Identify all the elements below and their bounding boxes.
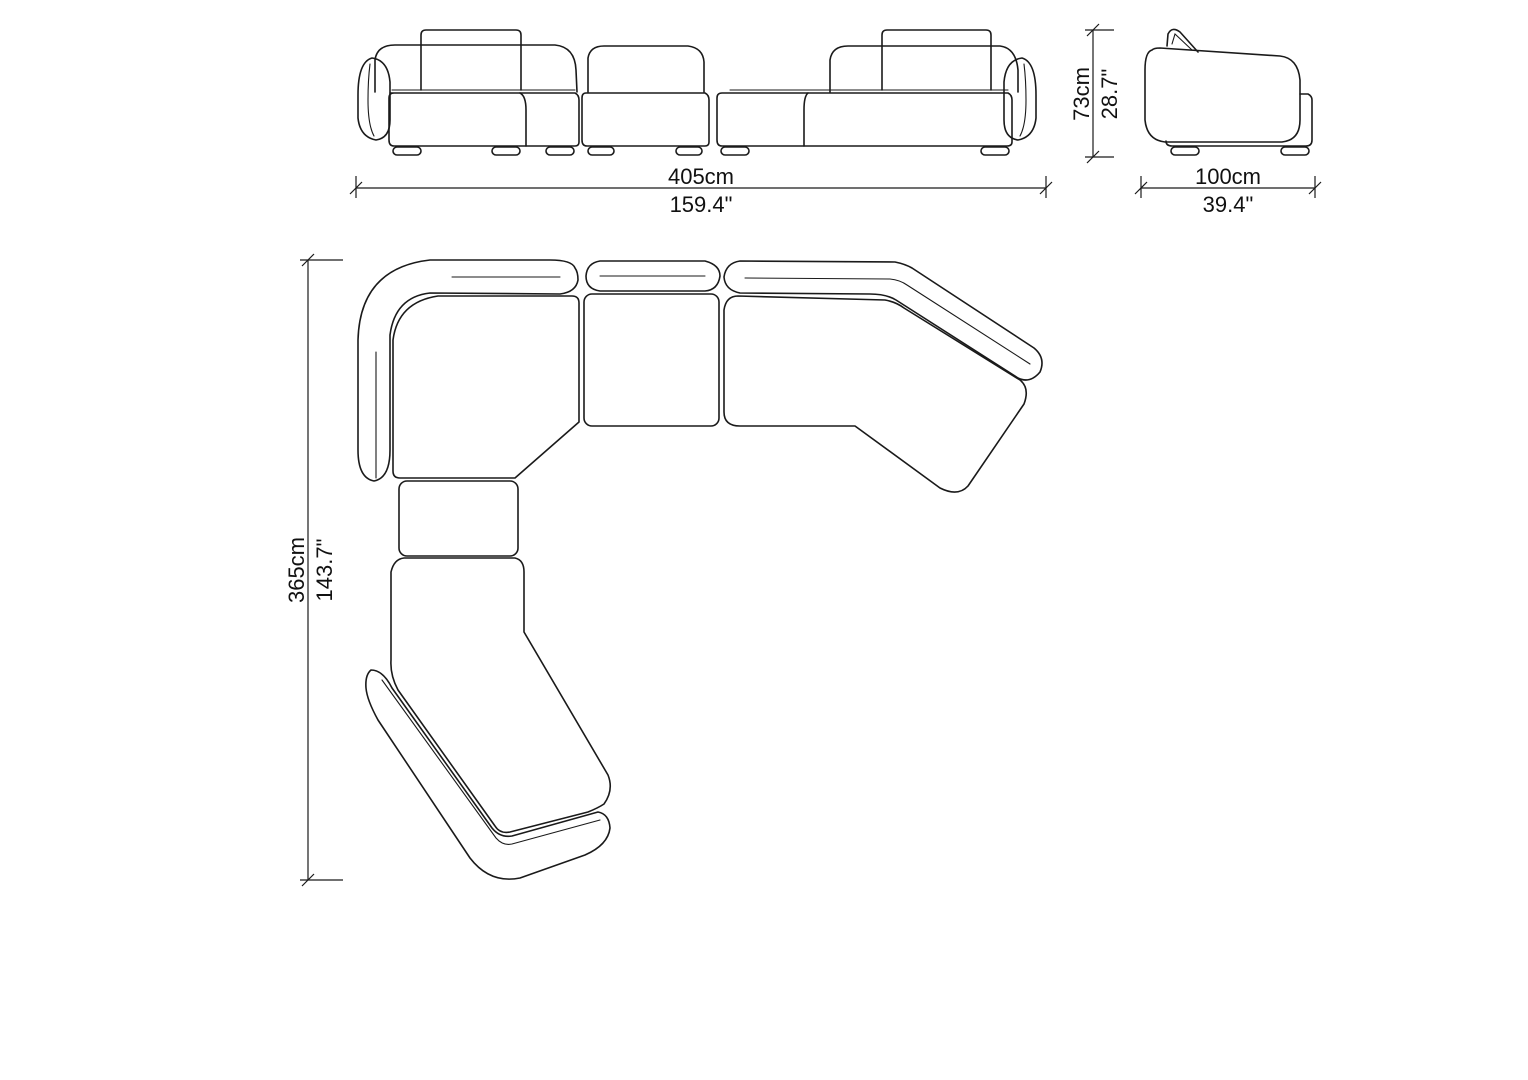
plan-right-seat (723, 295, 1028, 493)
side-pillow-line (1171, 32, 1193, 51)
plan-length-dimension: 365cm 143.7" (284, 253, 343, 887)
right-foot-2 (980, 146, 1010, 156)
height-dim-tick-bottom (1086, 150, 1100, 164)
middle-foot-1 (587, 146, 615, 156)
plan-cm-label: 365cm (284, 537, 309, 603)
front-left-module (357, 29, 580, 156)
front-width-dimension: 405cm 159.4" (349, 164, 1053, 217)
side-foot-back (1170, 146, 1200, 156)
left-foot-3 (545, 146, 575, 156)
plan-right-back-line (744, 277, 1031, 365)
side-elevation: 100cm 39.4" (1134, 28, 1322, 217)
width-cm-label: 405cm (668, 164, 734, 189)
plan-lower-back-line (381, 679, 601, 845)
right-armrest-line (1019, 63, 1027, 137)
depth-in-label: 39.4" (1203, 192, 1254, 217)
middle-foot-2 (675, 146, 703, 156)
depth-dimension: 100cm 39.4" (1134, 164, 1322, 217)
left-armrest-line (367, 63, 375, 137)
width-in-label: 159.4" (670, 192, 733, 217)
middle-seat (581, 92, 710, 147)
plan-connector-seat (398, 480, 519, 557)
height-dim-tick-top (1086, 23, 1100, 37)
left-seat-outer (388, 92, 580, 147)
plan-in-label: 143.7" (312, 539, 337, 602)
front-middle-module (581, 45, 710, 156)
plan-corner-seat (392, 295, 580, 479)
right-armrest (1003, 57, 1037, 141)
left-backrest (374, 44, 578, 93)
side-seat-front (1165, 93, 1313, 147)
height-in-label: 28.7" (1097, 69, 1122, 120)
left-seat-split (519, 92, 527, 147)
front-right-module (716, 29, 1037, 156)
plan-middle-pillow (585, 260, 721, 292)
left-foot-2 (491, 146, 521, 156)
middle-backrest (587, 45, 705, 93)
left-foot-1 (392, 146, 422, 156)
plan-lower-seat (390, 557, 612, 834)
side-foot-front (1280, 146, 1310, 156)
right-seat-split (803, 92, 809, 147)
right-backrest (829, 45, 1019, 93)
plan-view: 365cm 143.7" (284, 253, 1043, 887)
left-back-cushion (420, 29, 522, 91)
depth-dim-tick-left (1134, 181, 1148, 195)
plan-corner-back (357, 259, 579, 482)
plan-dim-tick-bottom (301, 873, 315, 887)
width-dim-tick-left (349, 181, 363, 195)
width-dim-tick-right (1039, 181, 1053, 195)
side-pillow (1166, 28, 1199, 53)
front-elevation: 405cm 159.4" (349, 29, 1053, 217)
depth-cm-label: 100cm (1195, 164, 1261, 189)
plan-dim-tick-top (301, 253, 315, 267)
right-chaise-seat (716, 92, 1013, 147)
height-dimension: 73cm 28.7" (1069, 23, 1122, 164)
right-back-cushion (881, 29, 992, 91)
plan-middle-seat (583, 293, 720, 427)
plan-lower-back (365, 669, 611, 880)
left-armrest (357, 57, 391, 141)
side-body (1144, 47, 1301, 143)
depth-dim-tick-right (1308, 181, 1322, 195)
height-cm-label: 73cm (1069, 67, 1094, 121)
right-foot-1 (720, 146, 750, 156)
